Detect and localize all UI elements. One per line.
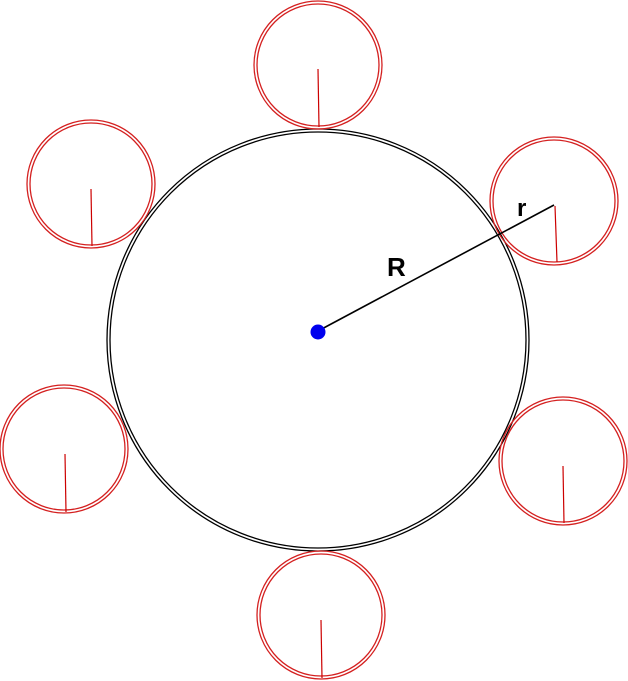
small-circle-radius-line: [562, 465, 565, 524]
small-circle-upper-left: [26, 119, 156, 249]
small-circle-radius-line: [317, 68, 320, 128]
big-circle: [106, 128, 530, 552]
small-circle-top: [253, 0, 383, 130]
small-circle-lower-left: [0, 384, 129, 514]
small-radius-label: r: [517, 195, 526, 222]
small-circle-radius-line: [554, 205, 558, 263]
small-circle-upper-right: [489, 136, 619, 266]
small-circle-radius-line: [320, 619, 323, 679]
small-circle-bottom: [256, 550, 386, 680]
small-circle-lower-right: [498, 396, 628, 526]
big-radius-label: R: [387, 252, 406, 282]
radius-line: [317, 204, 555, 332]
small-circle-radius-line: [90, 188, 93, 247]
center-point: [310, 324, 326, 340]
small-circle-radius-line: [64, 453, 67, 513]
